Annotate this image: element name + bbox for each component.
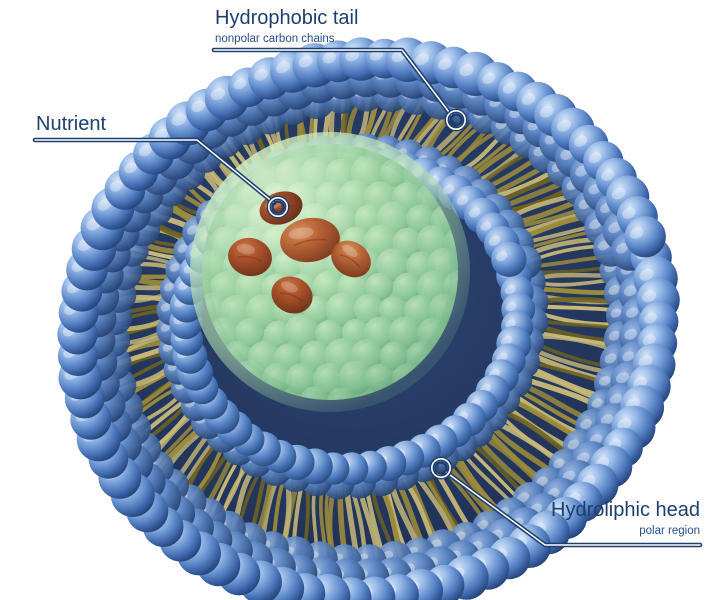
nutrient-particle xyxy=(271,276,313,314)
nutrient-layer xyxy=(228,191,371,314)
lipid-head-bead xyxy=(491,241,527,277)
callout-nutrient[interactable]: Nutrient xyxy=(32,113,290,219)
callout-subtitle: polar region xyxy=(639,525,700,537)
callout-marker-ring xyxy=(266,195,290,219)
callout-title: Nutrient xyxy=(36,113,106,135)
outer-leaflet-head-layer xyxy=(57,37,680,600)
callout-layer: Hydrophobic tail nonpolar carbon chainsNu… xyxy=(32,7,703,548)
callout-hydrophobic-tail[interactable]: Hydrophobic tail nonpolar carbon chains xyxy=(211,7,468,132)
nutrient-particle xyxy=(280,217,340,263)
lipid-head-bead xyxy=(624,216,666,258)
callout-subtitle: nonpolar carbon chains xyxy=(215,33,335,45)
callout-title: Hydrophobic tail xyxy=(215,7,358,29)
callout-marker-ring xyxy=(444,108,468,132)
callout-marker-ring xyxy=(429,456,453,480)
nutrient-particle xyxy=(331,240,371,278)
nutrient-particle xyxy=(228,237,272,277)
callout-hydroliphic-head[interactable]: Hydroliphic head polar region xyxy=(429,456,703,548)
callout-title: Hydroliphic head xyxy=(551,499,700,521)
